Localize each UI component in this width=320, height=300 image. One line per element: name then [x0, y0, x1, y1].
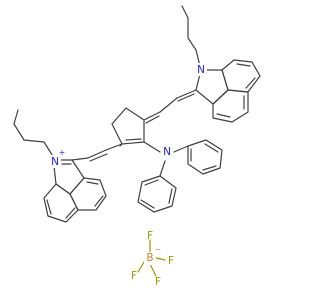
left-ring-a — [43, 183, 79, 223]
central-cyclopentene — [111, 107, 161, 153]
vinyl-left-double — [87, 149, 107, 159]
top-ring-a-double-2 — [245, 77, 256, 89]
structure-drawing: N N N + B − F F F F — [13, 5, 261, 288]
phenyl-right-ring — [187, 139, 223, 175]
bond-b-f-bottom — [149, 263, 157, 277]
bond-n-phenyl-right — [173, 145, 189, 153]
left-benzindolium-group — [13, 109, 107, 223]
vinyl-left-bond-1 — [105, 143, 123, 151]
bond-n-c8a-left — [53, 165, 57, 185]
phenyl-right-double-2 — [202, 165, 217, 171]
fluorine-bottom-label: F — [155, 276, 161, 288]
fluorine-left-label: F — [131, 270, 137, 282]
left-ring-b-double-2 — [86, 181, 99, 185]
fluorine-right-label: F — [168, 255, 174, 267]
left-butyl-chain — [13, 109, 55, 159]
nitrogen-top-label: N — [197, 64, 205, 76]
top-exo-bond-2-double — [145, 115, 160, 124]
boron-label: B — [146, 252, 153, 264]
bond-n-phenyl-down — [159, 160, 166, 177]
nitrogen-cation-label: N — [51, 156, 59, 168]
phenyl-down-ring — [137, 175, 177, 213]
vinyl-to-c2-left — [71, 157, 89, 161]
left-ring-a-double-1 — [46, 199, 52, 215]
left-ring-b-double-1 — [94, 195, 104, 207]
left-ring-a-double-2 — [65, 207, 76, 219]
bond-c2-c2a-top — [195, 89, 214, 105]
phenyl-down-double-3 — [144, 179, 159, 186]
nitrogen-diphenylamino-label: N — [163, 146, 171, 158]
cyclopentene-double — [125, 138, 142, 141]
left-chain — [71, 143, 123, 162]
fluorine-top-label: F — [147, 230, 153, 242]
bond-b-f-right — [155, 257, 166, 261]
top-butyl-chain — [181, 5, 202, 71]
cyclopentene-ring — [111, 107, 145, 145]
boron-negative-charge: − — [155, 245, 161, 254]
top-benzindole-group — [143, 5, 261, 124]
phenyl-down-double-2 — [140, 199, 155, 209]
tetrafluoroborate — [137, 239, 166, 277]
bond-ring-to-n-diphenyl — [143, 141, 161, 153]
top-vinyl-bond — [159, 97, 178, 113]
phenyl-down-double-1 — [168, 188, 173, 204]
left-ring-b — [69, 177, 107, 211]
bond-c2-c2a-left — [71, 159, 85, 179]
vinyl-left-double-2 — [89, 153, 108, 162]
top-exo-bond-1 — [176, 89, 197, 99]
bond-b-f-left — [137, 261, 145, 273]
phenyl-right-double-1 — [204, 143, 219, 153]
top-ring-a-double-1 — [236, 63, 251, 67]
nitrogen-positive-charge: + — [59, 148, 65, 157]
top-ring-b — [212, 89, 249, 123]
top-ring-b-double-2 — [216, 113, 231, 118]
diphenylamino-group — [137, 139, 223, 213]
top-exo-bond-1-double — [177, 93, 195, 102]
molecule-canvas: N N N + B − F F F F — [13, 5, 261, 288]
top-exo-bond-2 — [143, 111, 161, 121]
